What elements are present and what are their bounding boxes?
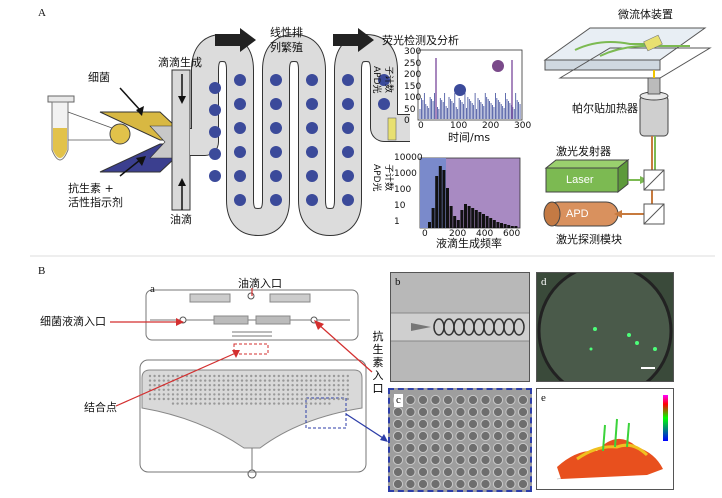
chart1-xtick: 300 [514,121,532,131]
photo-b: b [390,272,530,382]
chart1-ytick: 300 [404,47,422,57]
arrow-1 [215,28,256,52]
zoom-circle [109,123,131,145]
panel-b-letter: B [38,265,46,277]
antibiotic-label-1: 抗生素 + [68,182,114,195]
oil-channel [171,69,191,211]
chart2-ylabel-1: APD光 [371,164,381,192]
arrow-zoom [345,413,387,441]
chart2 [419,157,521,229]
peltier-heater-icon [639,70,669,137]
droplet-generation-label: 滴滴生成 [158,56,202,69]
chart1 [417,49,523,121]
chart1-ytick: 50 [404,104,416,115]
bacteria-inlet-label: 细菌液滴入口 [40,315,106,328]
oil-inlet-label: 油滴入口 [238,277,282,290]
chart2-ylabel-2: 子计数 [383,164,393,192]
laser-detection-module-label: 激光探测模块 [556,233,622,246]
bacteria-label: 细菌 [88,71,110,84]
chart1-ylabel-1: APD光 [371,66,381,94]
chart2-xtick: 200 [449,229,467,239]
photo-d: d [536,263,674,399]
arrow-antibiotic-inlet [317,323,373,373]
peltier-heater-label: 帕尔贴加热器 [572,102,638,115]
linear-arrangement-label-1: 线性排 [270,26,303,39]
chart2-ytick: 1000 [394,169,417,179]
chart1-ytick: 100 [404,93,422,103]
chart2-xtick: 400 [476,229,494,239]
arrow-junction [115,351,239,407]
laser-box-label: Laser [566,174,594,186]
chart1-xtick: 200 [482,121,500,131]
chart2-xtick: 0 [422,229,428,239]
chart1-xlabel: 时间/ms [448,131,491,144]
chart2-xtick: 600 [503,229,521,239]
antibiotic-label-2: 活性指示剂 [68,196,123,209]
apd-box-label: APD [566,208,589,220]
chart2-ytick: 10 [394,201,406,211]
chart2-ytick: 1 [394,217,400,227]
photo-c: c [388,388,532,492]
chart1-ylabel-2: 子计数 [383,66,393,94]
photo-d-letter: d [541,276,547,288]
arrow-2 [333,28,374,52]
oil-droplet-label: 油滴 [170,213,192,226]
junction-label: 结合点 [84,401,117,414]
photo-e: e [536,388,674,490]
linear-arrangement-label-2: 列繁殖 [270,41,303,54]
chart1-ytick: 150 [404,81,422,92]
chip-schematic [139,289,367,479]
chart1-ytick: 0 [404,116,410,126]
detection-window [387,117,397,141]
droplets [209,74,390,206]
photo-e-letter: e [541,392,546,404]
test-tube-icon [47,95,113,161]
chart1-ytick: 200 [404,70,422,80]
chart1-xtick: 100 [450,121,468,131]
panel-a-letter: A [38,7,46,19]
antibiotic-inlet-label: 抗生素入口 [372,330,384,395]
chart1-xtick: 0 [418,121,424,131]
microfluidic-device [543,27,712,79]
photo-b-letter: b [395,276,401,288]
fluorescence-detection-label: 荧光检测及分析 [382,34,459,47]
chart1-ytick: 250 [404,58,422,69]
laser-emitter-label: 激光发射器 [556,145,611,158]
chart2-xlabel: 液滴生成频率 [436,237,502,250]
photo-c-letter: c [394,394,403,407]
chart2-ytick: 10000 [394,153,423,163]
panel-b-sub-a: a [150,283,155,295]
apd-box [543,201,619,227]
laser-box [544,158,630,194]
microfluidic-device-label: 微流体装置 [618,8,673,21]
chart2-ytick: 100 [394,185,412,195]
